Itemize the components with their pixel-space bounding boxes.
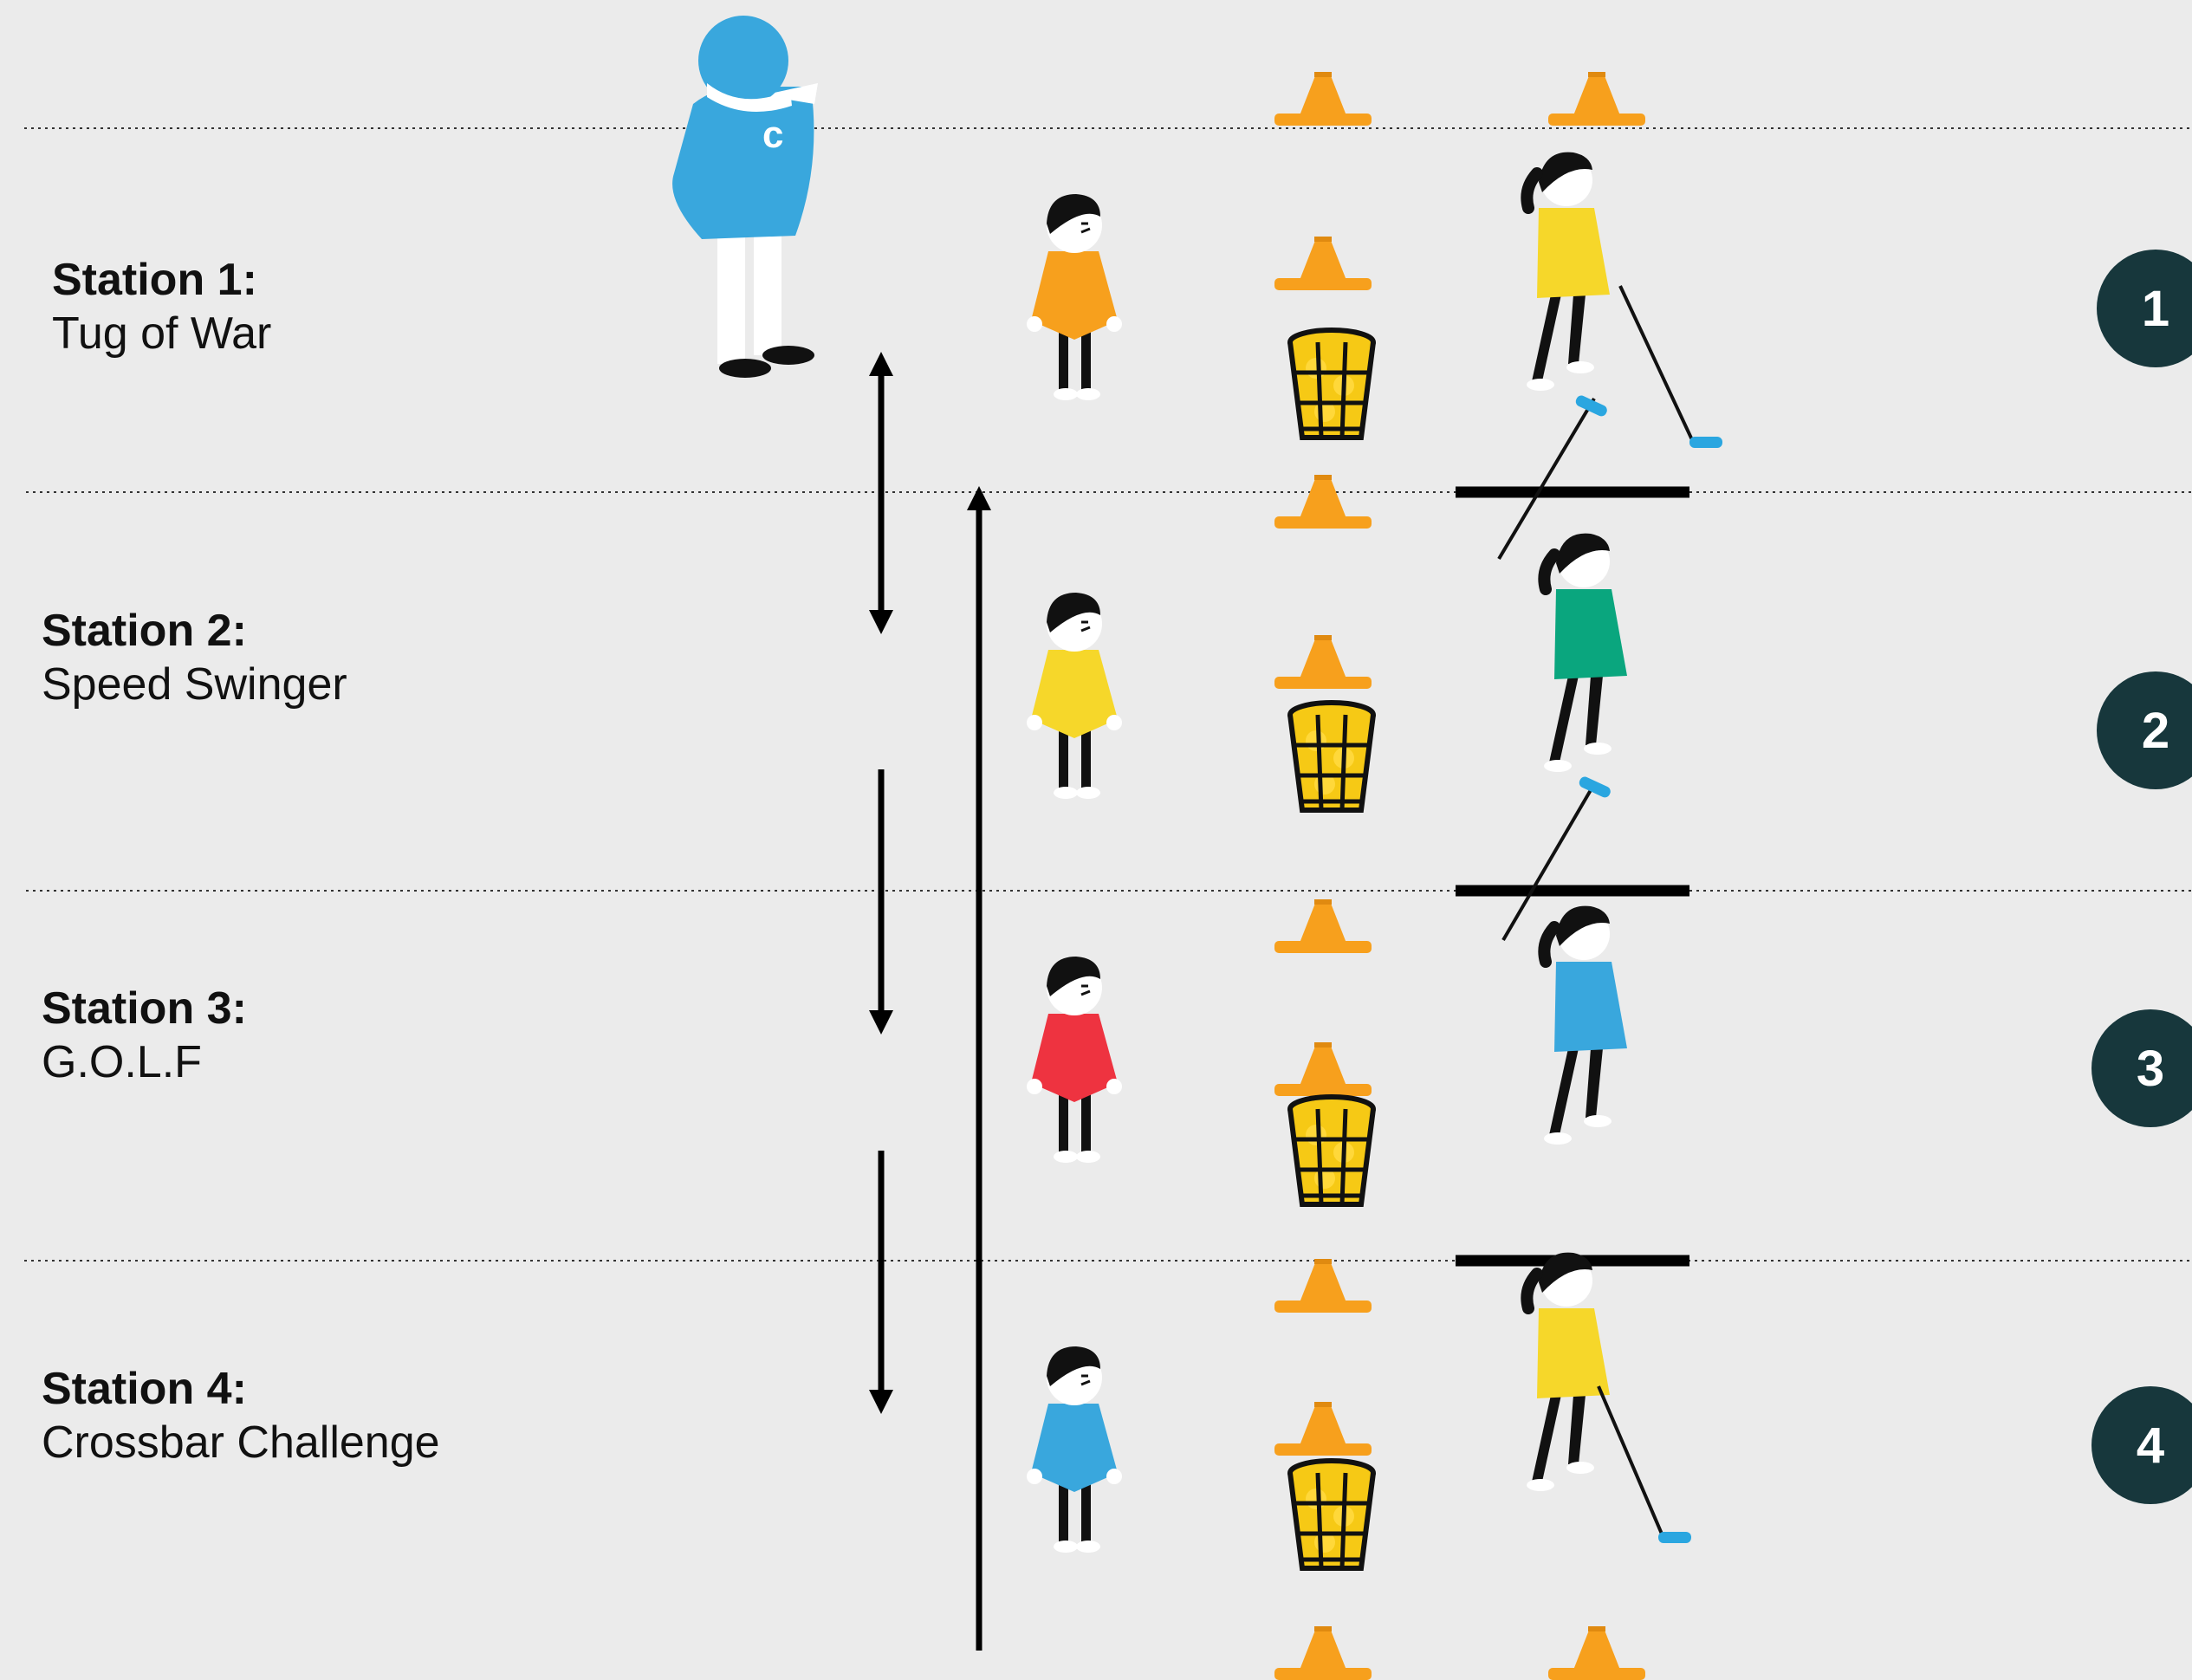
station-1-name: Tug of War [52,308,272,360]
station-3-title: Station 3: [42,983,247,1034]
station-3-label: Station 3: G.O.L.F [42,982,247,1090]
station-4-name: Crossbar Challenge [42,1417,440,1469]
station-arrows [869,352,991,1651]
cones [1274,72,1645,1680]
golfers [1527,152,1627,1491]
waiting-players [1025,192,1124,1554]
svg-text:c: c [762,114,783,156]
station-1-title: Station 1: [52,255,257,305]
station-4-badge: 4 [2091,1386,2192,1504]
section-dividers [24,127,2192,1262]
station-3-name: G.O.L.F [42,1037,202,1088]
station-4-title: Station 4: [42,1364,247,1414]
golf-clubs [1497,285,1722,1543]
station-2-title: Station 2: [42,606,247,656]
coach: c [672,16,818,378]
station-4-label: Station 4: Crossbar Challenge [42,1362,440,1470]
station-2-badge: 2 [2097,671,2192,789]
station-3-badge: 3 [2091,1009,2192,1127]
station-2-label: Station 2: Speed Swinger [42,604,347,712]
station-2-name: Speed Swinger [42,659,347,710]
station-1-label: Station 1: Tug of War [52,253,271,361]
station-1-badge: 1 [2097,250,2192,367]
